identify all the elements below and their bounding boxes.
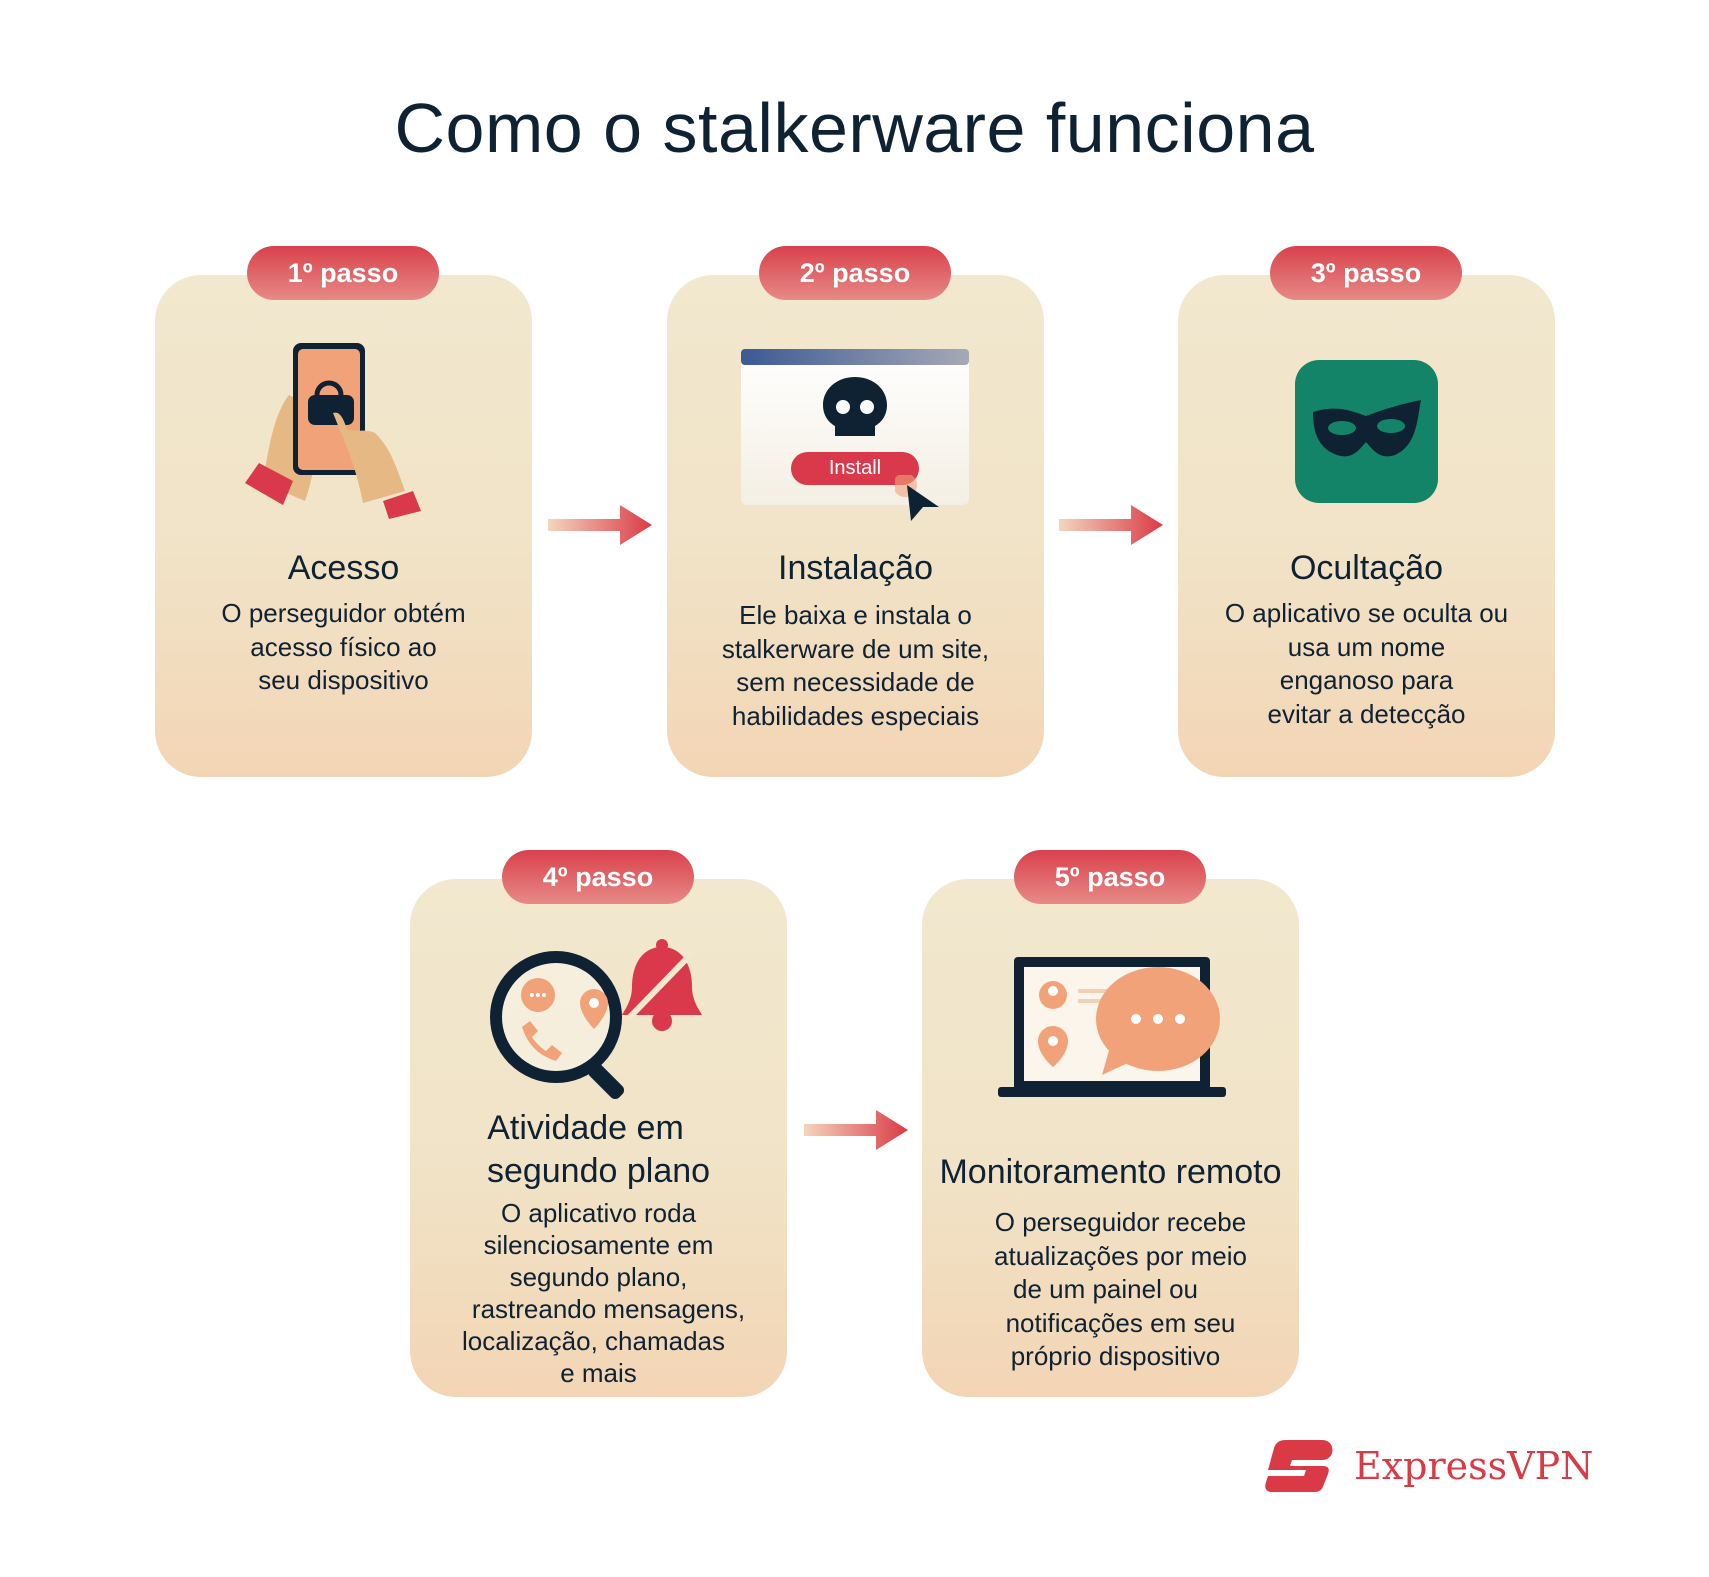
arrow-right-icon (1059, 505, 1163, 545)
description-line: O aplicativo se oculta ou (1224, 598, 1509, 628)
skull-install-window-icon: Install (741, 349, 971, 534)
step-description: O aplicativo se oculta ou usa um nome en… (1148, 597, 1585, 731)
magnifier-muted-bell-icon (488, 935, 718, 1110)
step-heading: Ocultação (1289, 549, 1444, 587)
description-line: próprio dispositivo (1010, 1341, 1221, 1371)
cursor-icon (895, 475, 939, 521)
step-description: Ele baixa e instala o stalkerware de um … (637, 599, 1074, 733)
step-card-2: Install Instalação Ele baixa e instala o… (667, 275, 1044, 777)
step-badge: 5º passo (1014, 850, 1206, 904)
step-heading: Acesso (287, 549, 400, 587)
step-description: O aplicativo roda silenciosamente em seg… (380, 1197, 817, 1389)
description-line: usa um nome (1287, 631, 1446, 662)
description-line: habilidades especiais (731, 700, 980, 731)
mask-icon (1295, 360, 1438, 508)
heading-line: segundo plano (486, 1152, 711, 1190)
step-badge: 3º passo (1270, 246, 1462, 300)
description-line: seu dispositivo (258, 665, 429, 695)
expressvpn-logo-mark-icon (1265, 1440, 1333, 1492)
description-line: stalkerware de um site, (721, 633, 990, 664)
step-heading: Atividade em segundo plano (380, 1107, 817, 1193)
step-heading: Monitoramento remoto (939, 1153, 1282, 1191)
description-line: notificações em seu (1005, 1307, 1236, 1338)
step-card-3: Ocultação O aplicativo se oculta ou usa … (1178, 275, 1555, 777)
description-line: localização, chamadas (461, 1326, 726, 1356)
description-line: de um painel ou (1012, 1274, 1199, 1304)
description-line: O perseguidor recebe (994, 1207, 1247, 1237)
expressvpn-logo: ExpressVPN (1264, 1438, 1593, 1500)
arrow-right-icon (804, 1110, 908, 1150)
description-line: O aplicativo roda (500, 1198, 697, 1228)
description-line: Ele baixa e instala o (739, 600, 972, 630)
step-badge: 1º passo (247, 246, 439, 300)
description-line: rastreando mensagens, (471, 1294, 746, 1324)
description-line: sem necessidade de (736, 667, 975, 697)
hands-unlocking-phone-icon (245, 333, 445, 538)
heading-line: Atividade em (487, 1109, 684, 1147)
description-line: silenciosamente em (483, 1230, 714, 1260)
description-line: evitar a detecção (1267, 698, 1466, 729)
description-line: enganoso para (1279, 665, 1454, 695)
step-card-4: Atividade em segundo plano O aplicativo … (410, 879, 787, 1397)
page-title: Como o stalkerware funciona (394, 89, 1315, 167)
step-card-5: Monitoramento remoto O perseguidor receb… (922, 879, 1299, 1397)
description-line: segundo plano, (509, 1262, 688, 1292)
arrow-right-icon (548, 505, 652, 545)
description-line: atualizações por meio (994, 1240, 1247, 1271)
step-heading: Instalação (778, 549, 933, 587)
description-line: e mais (560, 1358, 637, 1388)
step-card-1: Acesso O perseguidor obtém acesso físico… (155, 275, 532, 777)
description-line: acesso físico ao (250, 631, 437, 662)
step-badge: 4º passo (502, 850, 694, 904)
step-description: O perseguidor obtém acesso físico ao seu… (125, 597, 562, 698)
step-description: O perseguidor recebe atualizações por me… (902, 1206, 1339, 1374)
step-badge: 2º passo (759, 246, 951, 300)
laptop-chat-icon (998, 957, 1228, 1112)
description-line: O perseguidor obtém (221, 598, 466, 628)
brand-name: ExpressVPN (1354, 1444, 1594, 1488)
